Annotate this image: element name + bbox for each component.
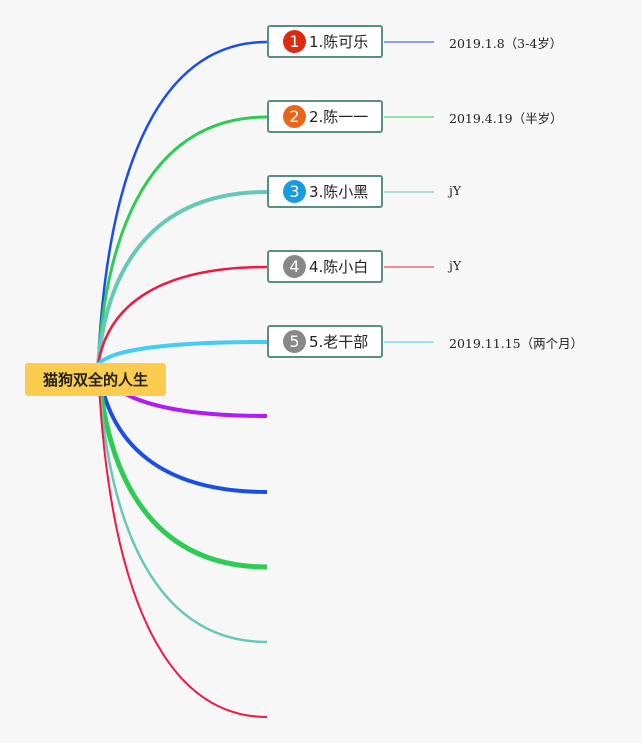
topic-note[interactable]: 2019.11.15（两个月）: [449, 336, 584, 351]
branch-connector: [96, 190, 268, 366]
topic-label: 1.陈可乐: [309, 33, 369, 51]
topic-note[interactable]: jY: [449, 258, 462, 273]
priority-badge-icon: 5: [283, 330, 306, 353]
empty-branch-connector: [95, 364, 268, 570]
empty-branch-connector: [97, 364, 268, 718]
topic-label: 4.陈小白: [309, 258, 369, 276]
topic-node[interactable]: 3 3.陈小黑: [267, 175, 383, 208]
branch-connector: [96, 340, 268, 367]
branch-connector: [96, 40, 268, 366]
topic-node[interactable]: 5 5.老干部: [267, 325, 383, 358]
topic-node[interactable]: 4 4.陈小白: [267, 250, 383, 283]
topic-label: 5.老干部: [309, 333, 369, 351]
topic-node[interactable]: 1 1.陈可乐: [267, 25, 383, 58]
priority-badge-icon: 2: [283, 105, 306, 128]
topic-note[interactable]: 2019.4.19（半岁）: [449, 111, 563, 126]
empty-branch-connector: [96, 364, 268, 644]
root-topic[interactable]: 猫狗双全的人生: [25, 363, 166, 396]
priority-badge-icon: 3: [283, 180, 306, 203]
branch-connector: [96, 115, 268, 366]
topic-label: 2.陈一一: [309, 108, 369, 126]
topic-note[interactable]: 2019.1.8（3-4岁）: [449, 36, 563, 51]
topic-node[interactable]: 2 2.陈一一: [267, 100, 383, 133]
topic-label: 3.陈小黑: [309, 183, 369, 201]
topic-note[interactable]: jY: [449, 183, 462, 198]
priority-badge-icon: 1: [283, 30, 306, 53]
priority-badge-icon: 4: [283, 255, 306, 278]
branch-connector: [96, 265, 268, 366]
